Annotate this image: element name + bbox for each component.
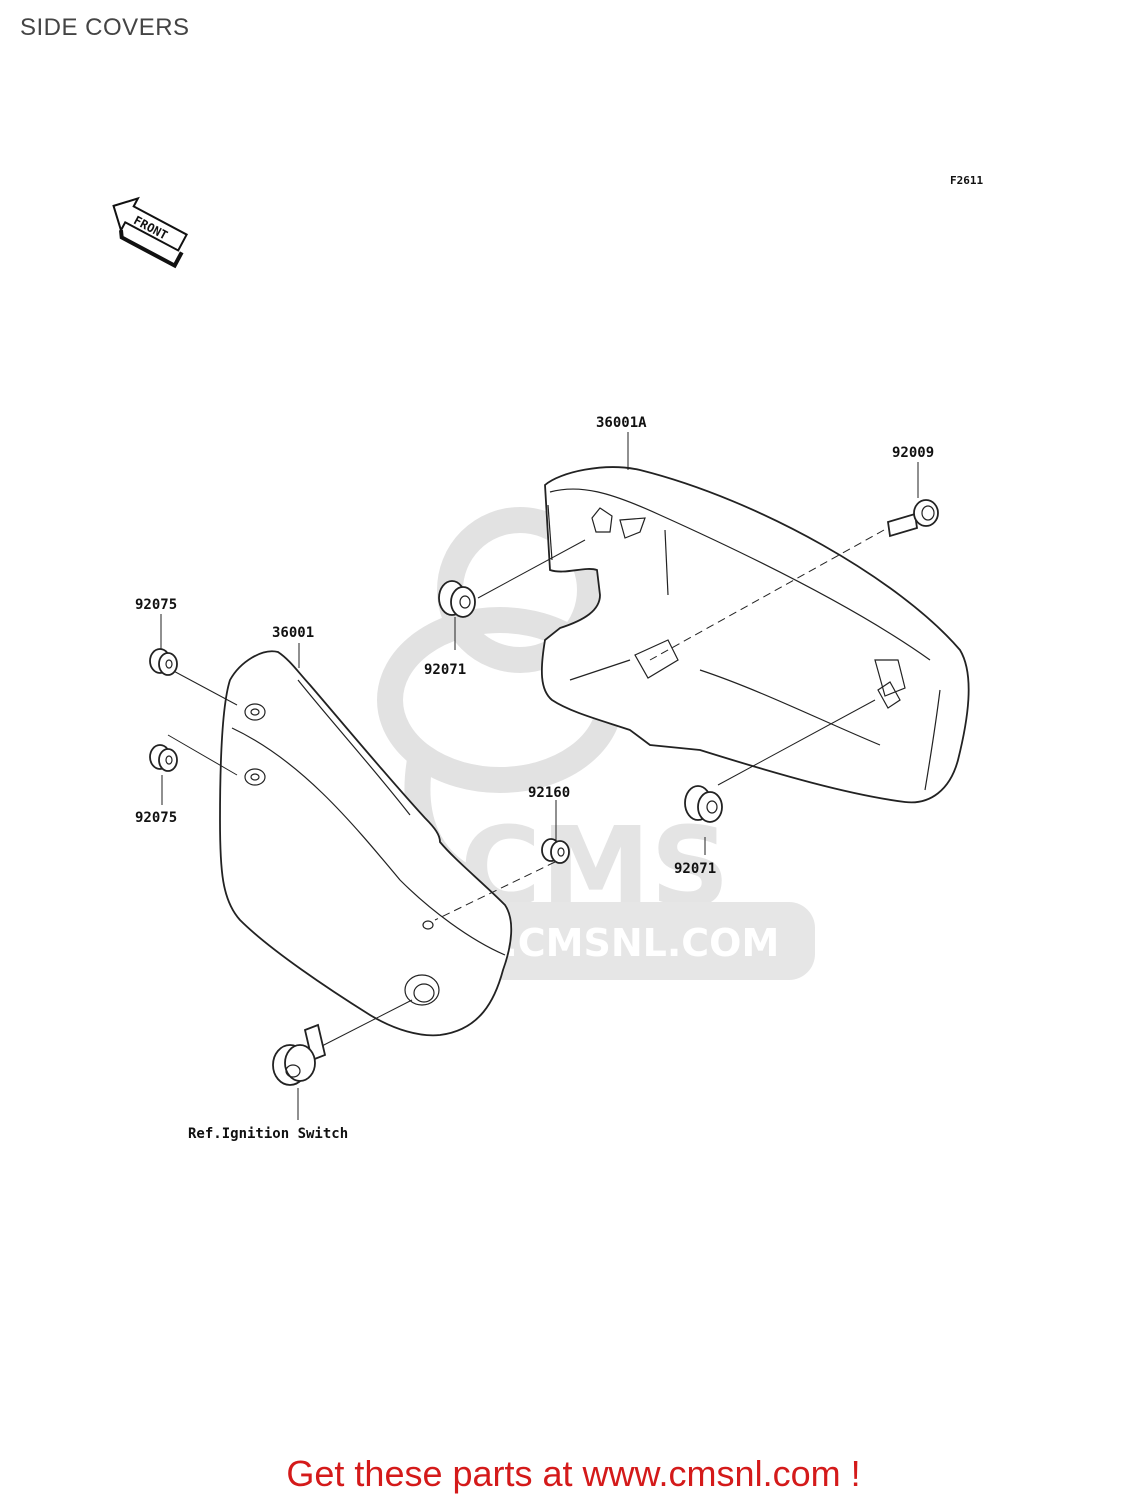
grommet-92075-lower xyxy=(149,744,178,772)
callout-92071-lower: 92071 xyxy=(674,861,716,877)
callout-ignition-ref: Ref.Ignition Switch xyxy=(188,1126,348,1142)
front-arrow-icon: FRONT xyxy=(112,196,188,269)
grommet-92071-upper xyxy=(438,580,476,618)
damper-92160 xyxy=(541,838,570,864)
buy-parts-link[interactable]: Get these parts at www.cmsnl.com ! xyxy=(286,1453,861,1494)
ignition-switch xyxy=(272,1023,327,1086)
callout-92071-upper: 92071 xyxy=(424,662,466,678)
bolt-92009 xyxy=(886,499,939,538)
callout-92075-lower: 92075 xyxy=(135,810,177,826)
callout-92009: 92009 xyxy=(892,445,934,461)
callout-92075-upper: 92075 xyxy=(135,597,177,613)
page-title: SIDE COVERS xyxy=(20,14,190,41)
side-cover-left xyxy=(219,650,513,1037)
figure-code: F2611 xyxy=(950,174,983,187)
grommet-92071-lower xyxy=(684,785,723,823)
side-cover-right xyxy=(541,466,970,804)
leader-lines xyxy=(160,432,919,1120)
grommet-92075-upper xyxy=(149,648,178,676)
callout-92160: 92160 xyxy=(528,785,570,801)
callout-36001A: 36001A xyxy=(596,415,647,431)
callout-36001: 36001 xyxy=(272,625,314,641)
